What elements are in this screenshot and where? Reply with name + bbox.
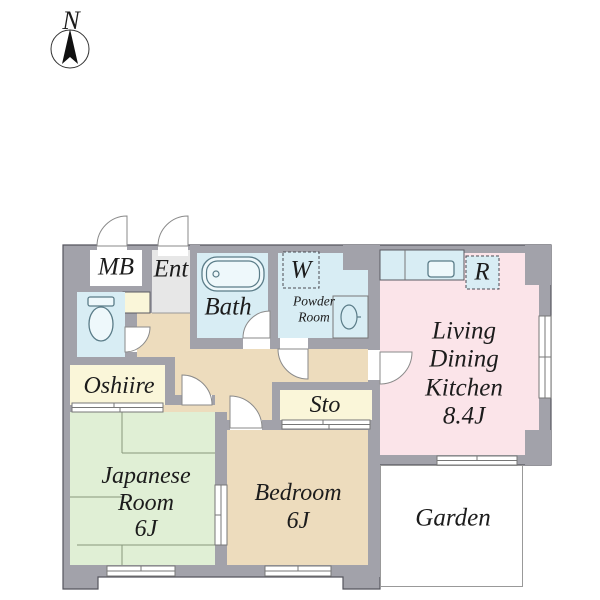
room-label-entrance: Ent bbox=[153, 255, 189, 283]
room-label-garden: Garden bbox=[415, 504, 491, 532]
shoe-cabinet bbox=[122, 291, 151, 314]
room-label-japanese-1: Japanese bbox=[101, 463, 191, 489]
room-label-japanese-2: Room bbox=[118, 490, 174, 516]
room-label-meter-box: MB bbox=[97, 253, 135, 281]
ldk-door bbox=[379, 351, 413, 385]
washing-machine-box bbox=[282, 251, 320, 289]
room-label-closet: Oshiire bbox=[83, 373, 155, 399]
closet-sliding-door bbox=[71, 402, 164, 413]
wall-corner-se bbox=[525, 430, 551, 465]
ldk-door-opening bbox=[368, 350, 380, 380]
room-label-bath: Bath bbox=[204, 293, 252, 321]
room-label-powder-1: Powder bbox=[293, 293, 335, 309]
room-label-japanese-3: 6J bbox=[134, 516, 158, 542]
toilet-door bbox=[124, 326, 151, 353]
wall-storage-west bbox=[272, 382, 280, 420]
room-label-bedroom-2: 6J bbox=[286, 508, 310, 534]
powder-sink-icon bbox=[332, 295, 369, 339]
japanese-room-floor bbox=[70, 412, 215, 565]
japanese-bedroom-sliding-door bbox=[214, 484, 228, 546]
refrigerator-box bbox=[465, 255, 500, 290]
tatami-lines bbox=[70, 412, 215, 565]
wall-storage-north bbox=[272, 382, 372, 390]
storage-floor bbox=[280, 390, 372, 420]
entrance-door-opening bbox=[158, 246, 188, 256]
label-refrigerator: R bbox=[474, 258, 490, 286]
toilet-icon bbox=[87, 296, 115, 342]
ldk-garden-sliding-door bbox=[436, 455, 518, 466]
japanese-room-window bbox=[106, 565, 176, 577]
room-label-bedroom-1: Bedroom bbox=[254, 480, 342, 506]
room-label-ldk-3: Kitchen bbox=[425, 374, 503, 402]
ldk-east-window bbox=[538, 315, 552, 399]
storage-sliding-door bbox=[281, 419, 371, 430]
wall-corner-ne bbox=[525, 245, 551, 285]
compass-needle bbox=[62, 29, 78, 64]
entrance-door bbox=[157, 215, 189, 247]
bedroom-window bbox=[264, 565, 332, 577]
wall-closet-east bbox=[165, 357, 175, 405]
room-label-ldk-1: Living bbox=[432, 317, 496, 345]
powder-room-door bbox=[277, 348, 309, 380]
kitchen-counter bbox=[379, 249, 465, 281]
wall-ldk-west bbox=[368, 245, 380, 577]
compass-north-label: N bbox=[62, 6, 80, 35]
mb-door bbox=[96, 215, 128, 247]
wall-closet-north bbox=[70, 357, 175, 365]
wall-ent-bath bbox=[190, 245, 200, 349]
label-washing-machine: W bbox=[290, 256, 312, 284]
room-label-ldk-2: Dining bbox=[429, 345, 499, 373]
compass bbox=[50, 29, 90, 69]
room-label-ldk-4: 8.4J bbox=[442, 402, 486, 430]
japanese-room-door bbox=[181, 374, 213, 406]
room-label-storage: Sto bbox=[309, 392, 341, 418]
kitchen-sink-icon bbox=[427, 260, 455, 278]
closet-floor bbox=[70, 365, 165, 405]
powder-door-opening bbox=[280, 338, 308, 349]
bath-door-opening bbox=[243, 338, 270, 349]
bedroom-door bbox=[229, 395, 263, 429]
bathtub-icon bbox=[201, 256, 265, 292]
bedroom-floor bbox=[227, 430, 368, 565]
wall-bath-powder bbox=[268, 253, 278, 338]
room-label-powder-2: Room bbox=[298, 309, 330, 325]
entrance-floor bbox=[152, 250, 190, 313]
mb-door-opening bbox=[97, 246, 127, 256]
bath-door bbox=[242, 310, 271, 339]
